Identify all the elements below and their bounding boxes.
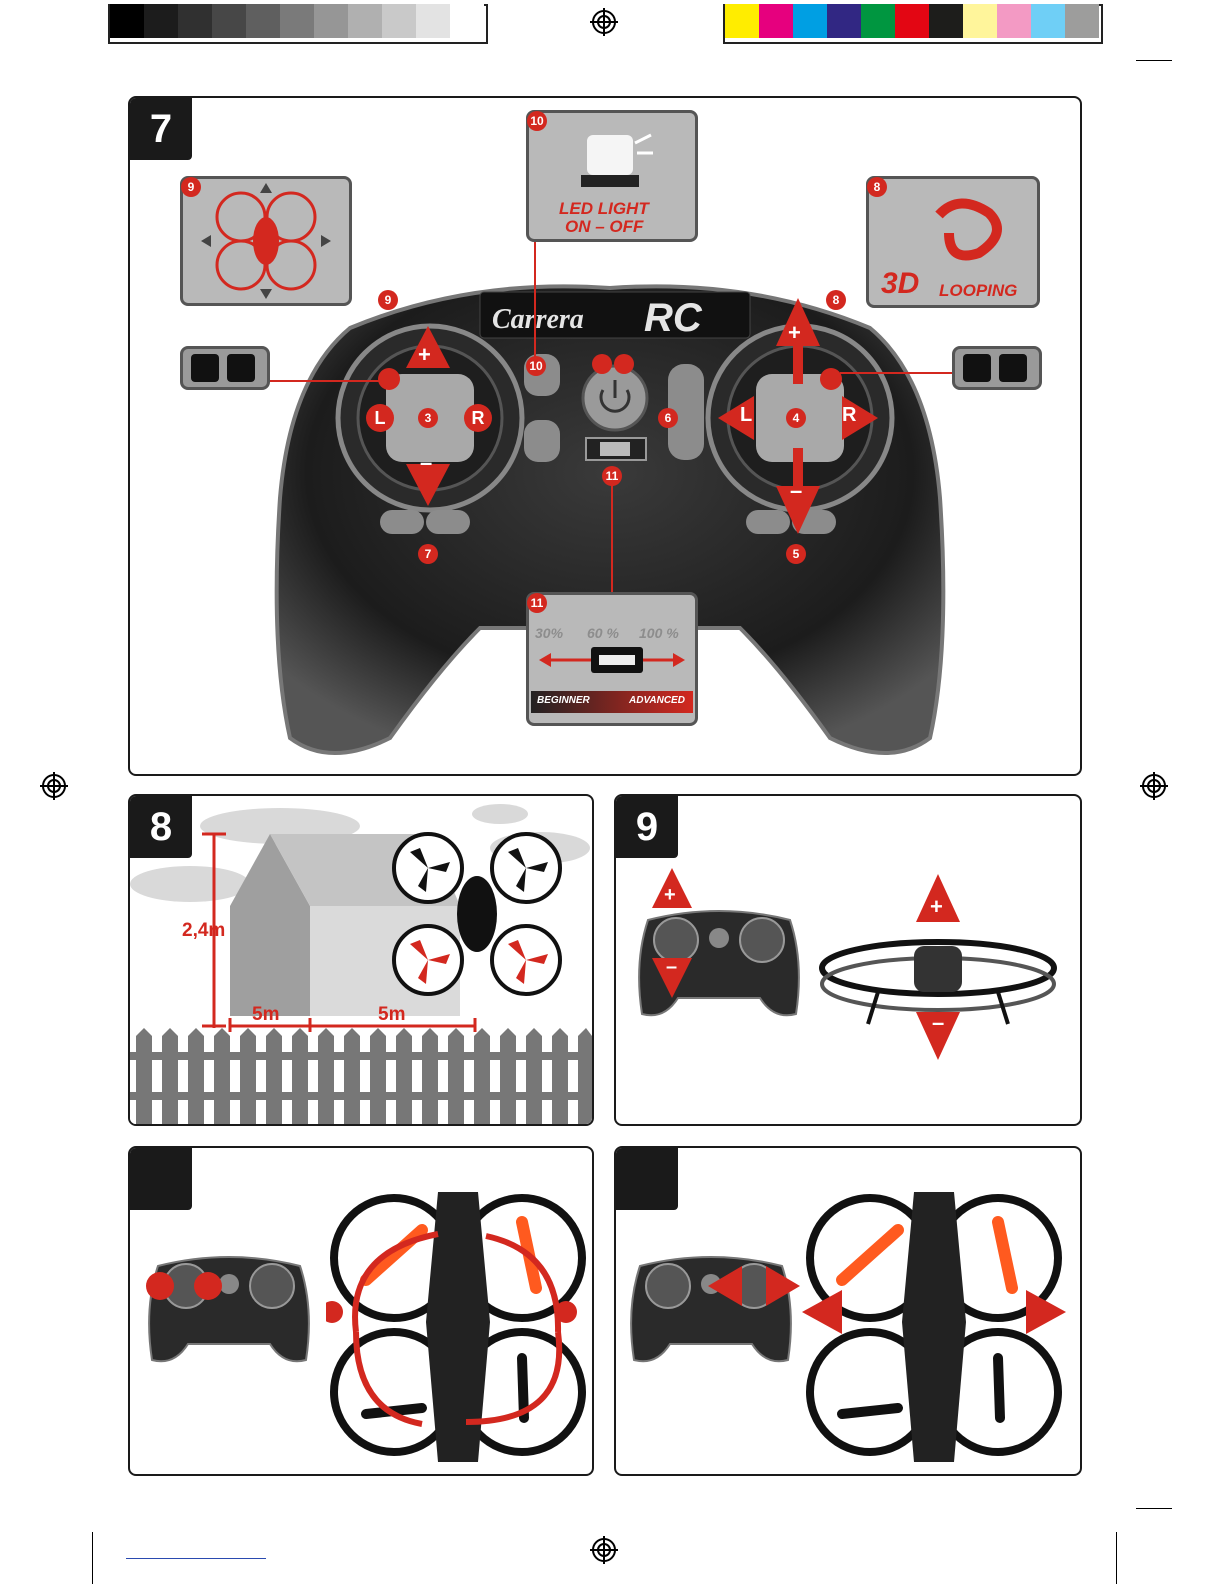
- registration-mark-icon: [590, 8, 618, 36]
- left-stick-plus: +: [418, 342, 431, 368]
- panel-8: 8 2,4m 5m 5m: [128, 794, 594, 1126]
- looping-3d-label: 3D: [881, 267, 919, 301]
- registration-mark-icon: [40, 772, 68, 800]
- connector-line: [534, 240, 536, 358]
- panel-number-empty: [130, 1148, 192, 1210]
- panel-7: 7 Carrera: [128, 96, 1082, 776]
- marker-8: 8: [826, 290, 846, 310]
- advanced-label: ADVANCED: [629, 695, 685, 706]
- arrow-icon: [708, 1266, 800, 1306]
- looping-arrow-icon: [919, 193, 1019, 263]
- speed-level-30: 30%: [535, 625, 563, 641]
- callout-badge: 9: [181, 177, 201, 197]
- looping-label: LOOPING: [939, 281, 1017, 301]
- right-stick-dot: [820, 368, 842, 390]
- connector-line: [611, 484, 613, 594]
- drone-top-view-icon: [802, 1182, 1066, 1472]
- right-stick-plus: +: [788, 320, 801, 346]
- power-dot-right: [614, 354, 634, 374]
- marker-11: 11: [602, 466, 622, 486]
- crop-mark: [92, 1532, 93, 1584]
- marker-6: 6: [658, 408, 678, 428]
- trim-dot-left: [146, 1272, 174, 1300]
- marker-9: 9: [378, 290, 398, 310]
- drone-top-view-icon: [326, 1182, 590, 1472]
- trim-dot-right: [194, 1272, 222, 1300]
- crop-mark: [1136, 1508, 1172, 1509]
- crop-mark: [1116, 1532, 1117, 1584]
- panel-11: [614, 1146, 1082, 1476]
- led-light-callout: 10 LED LIGHT ON – OFF: [526, 110, 698, 242]
- right-stick-right-label: R: [842, 404, 856, 427]
- controller-minus-label: –: [666, 956, 677, 979]
- controller-plus-label: +: [664, 884, 676, 907]
- controller-brand-suffix: RC: [644, 296, 702, 341]
- drone-minus-label: –: [932, 1010, 944, 1036]
- panel-10: [128, 1146, 594, 1476]
- callout-badge: 8: [867, 177, 887, 197]
- panel-number: 7: [130, 98, 192, 160]
- right-stick-number: 4: [786, 408, 806, 428]
- drone-plus-label: +: [930, 894, 943, 920]
- callout-badge: 10: [527, 111, 547, 131]
- connector-line: [264, 380, 382, 382]
- side-buttons-left: [180, 346, 270, 390]
- marker-5: 5: [786, 544, 806, 564]
- left-stick-right-label: R: [464, 404, 492, 432]
- flip-direction-callout: 9: [180, 176, 352, 306]
- drone-top-view-icon: [201, 183, 331, 299]
- led-label-line2: ON – OFF: [565, 217, 643, 237]
- width-label-1: 5m: [252, 1004, 279, 1026]
- right-stick-minus: –: [790, 478, 802, 504]
- right-stick-left-label: L: [740, 404, 752, 427]
- 3d-looping-callout: 8 3D LOOPING: [866, 176, 1040, 308]
- panel-number: 9: [616, 796, 678, 858]
- panel-9: 9 + – + –: [614, 794, 1082, 1126]
- controller-small-icon: [144, 1248, 314, 1368]
- connector-line: [840, 372, 956, 374]
- registration-mark-icon: [590, 1536, 618, 1564]
- speed-level-60: 60 %: [587, 625, 619, 641]
- power-dot-left: [592, 354, 612, 374]
- beacon-light-icon: [573, 121, 653, 191]
- panel-number-empty: [616, 1148, 678, 1210]
- marker-7: 7: [418, 544, 438, 564]
- left-stick-minus: –: [420, 450, 432, 476]
- registration-mark-icon: [1140, 772, 1168, 800]
- crop-mark: [1136, 60, 1172, 61]
- beginner-label: BEGINNER: [537, 695, 590, 706]
- speed-level-100: 100 %: [639, 625, 679, 641]
- speed-switch-callout: 11 30% 60 % 100 % BEGINNER ADVANCED: [526, 592, 698, 726]
- crop-mark: [126, 1558, 266, 1559]
- controller-brand-logo: Carrera: [492, 304, 584, 336]
- side-buttons-right: [952, 346, 1042, 390]
- callout-badge: 11: [527, 593, 547, 613]
- left-stick-left-label: L: [366, 404, 394, 432]
- marker-10: 10: [526, 356, 546, 376]
- flight-area-illustration: [130, 796, 592, 1124]
- width-label-2: 5m: [378, 1004, 405, 1026]
- height-label: 2,4m: [182, 920, 225, 942]
- panel-number: 8: [130, 796, 192, 858]
- speed-slider-icon: [537, 645, 687, 675]
- led-label-line1: LED LIGHT: [559, 199, 649, 219]
- left-stick-number: 3: [418, 408, 438, 428]
- left-stick-dot: [378, 368, 400, 390]
